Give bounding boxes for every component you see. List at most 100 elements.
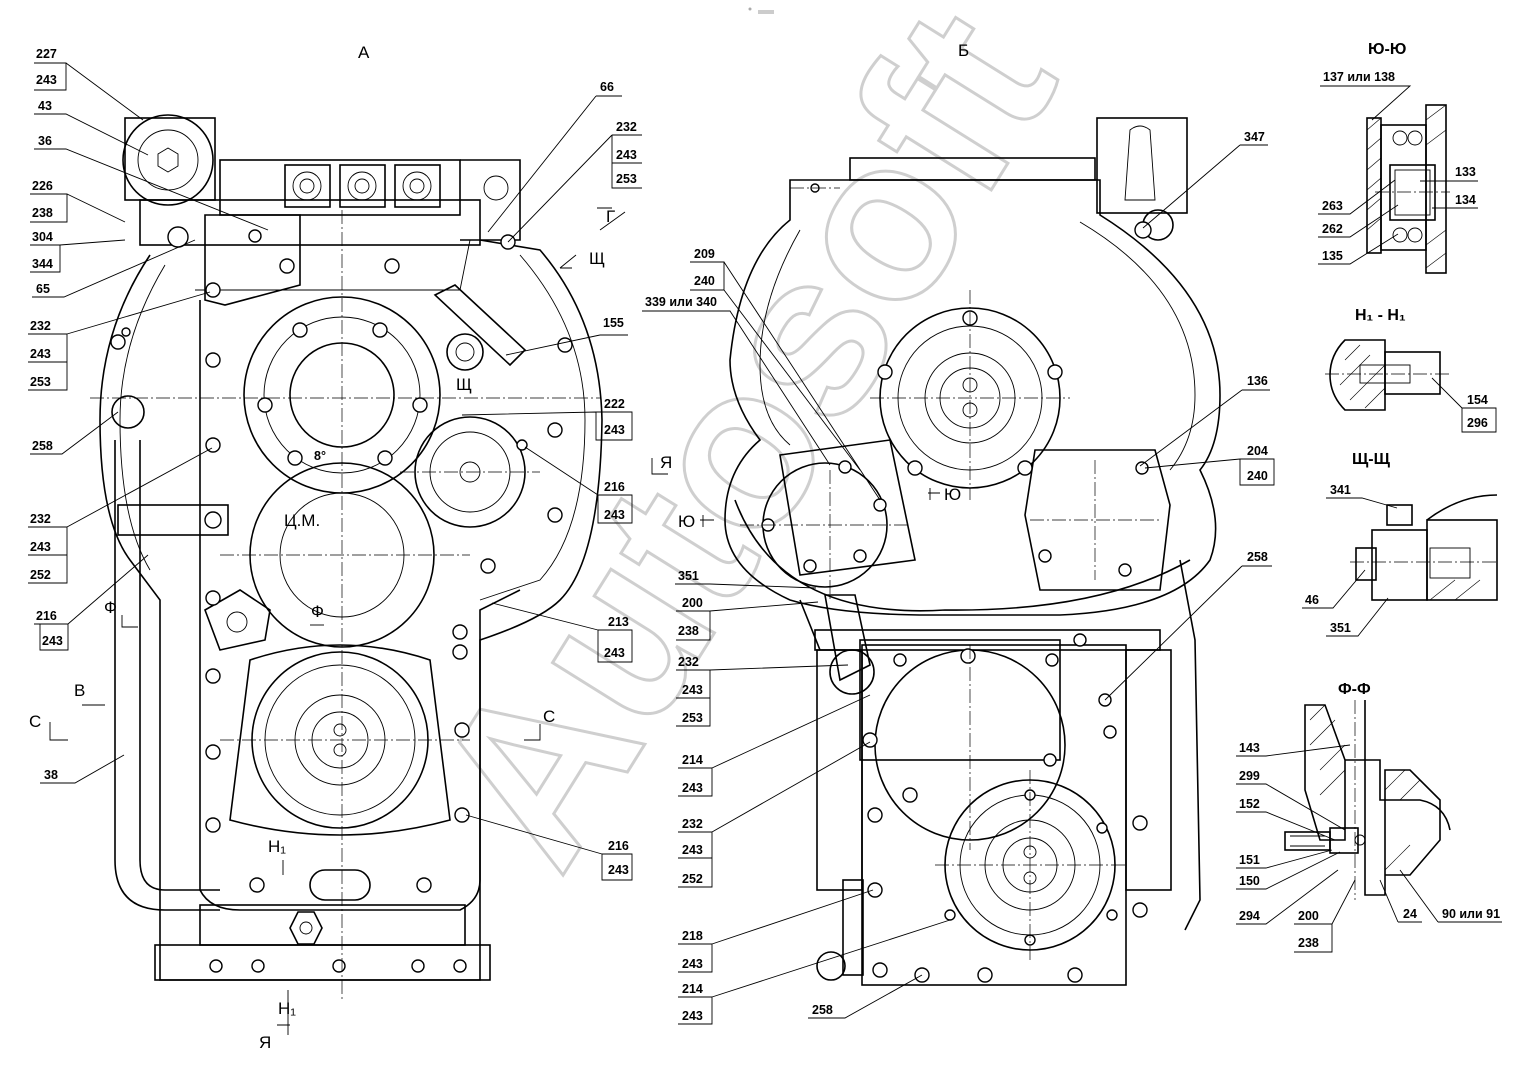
mark-yu-left: Ю [678,512,695,531]
svg-text:232: 232 [616,120,637,134]
callout-209-240: 209 240 [690,247,881,501]
callout-66: 66 [487,80,622,233]
callout-200-238-sec: 200 238 [1294,879,1356,953]
svg-text:137 или 138: 137 или 138 [1323,70,1395,84]
callout-136: 136 [1139,374,1270,467]
mark-ya-right: Я [660,453,672,472]
svg-text:204: 204 [1247,444,1268,458]
svg-text:339 или 340: 339 или 340 [645,295,717,309]
svg-text:24: 24 [1403,907,1417,921]
mark-ya-bottom: Я [259,1033,271,1052]
callout-154-296: 154 296 [1431,377,1497,433]
svg-text:143: 143 [1239,741,1260,755]
viewer-dots-icon [748,7,774,14]
callout-46: 46 [1302,569,1366,609]
svg-text:133: 133 [1455,165,1476,179]
svg-text:243: 243 [604,646,625,660]
svg-text:296: 296 [1467,416,1488,430]
svg-text:232: 232 [30,512,51,526]
svg-text:258: 258 [32,439,53,453]
callout-143: 143 [1236,741,1351,757]
callout-65: 65 [32,239,196,298]
mark-cm: Ц.М. [284,511,320,530]
svg-text:253: 253 [682,711,703,725]
mark-s-left: С [29,712,41,731]
callout-299: 299 [1236,769,1346,831]
callout-137-138: 137 или 138 [1320,70,1412,121]
callout-226-238: 226 238 [30,179,126,223]
svg-text:263: 263 [1322,199,1343,213]
callout-155: 155 [505,316,628,356]
svg-text:344: 344 [32,257,53,271]
callout-214-243-a: 214 243 [678,694,871,797]
callout-262: 262 [1318,204,1399,238]
svg-text:243: 243 [604,508,625,522]
callout-232-243-252-b: 232 243 252 [678,741,871,888]
svg-text:243: 243 [42,634,63,648]
section-yu-yu [1366,104,1450,274]
callout-218-243: 218 243 [678,889,874,973]
section-n1-n1 [1325,339,1450,411]
section-f-title: Ф-Ф [1338,681,1371,698]
mark-f-left: Ф [104,598,117,617]
mark-yu-right: Ю [944,485,961,504]
svg-text:155: 155 [603,316,624,330]
svg-text:240: 240 [694,274,715,288]
callout-152: 152 [1236,797,1336,841]
callouts-sections: 137 или 138 133 263 134 262 135 154 296 [1236,70,1502,953]
callouts-view-b: 209 240 339 или 340 351 200 238 232 243 … [642,130,1275,1025]
callout-222-243: 222 243 [461,397,633,441]
svg-text:258: 258 [1247,550,1268,564]
svg-text:299: 299 [1239,769,1260,783]
svg-text:214: 214 [682,753,703,767]
callout-232-243-253-c: 232 243 253 [676,655,849,727]
callout-351-b: 351 [675,569,817,589]
svg-text:240: 240 [1247,469,1268,483]
callout-214-243-b: 214 243 [678,919,951,1025]
callout-150: 150 [1236,851,1341,890]
svg-text:243: 243 [682,843,703,857]
svg-text:216: 216 [608,839,629,853]
svg-text:243: 243 [682,683,703,697]
svg-text:200: 200 [1298,909,1319,923]
section-n1-title: Н₁ - Н₁ [1355,307,1406,324]
svg-text:209: 209 [694,247,715,261]
section-shch-title: Щ-Щ [1352,451,1391,468]
svg-text:136: 136 [1247,374,1268,388]
section-f-f [1284,700,1451,900]
callout-258-b-bottom: 258 [808,974,923,1019]
callout-216-243-a: 216 243 [34,554,149,651]
svg-text:253: 253 [30,375,51,389]
svg-text:243: 243 [608,863,629,877]
callout-263: 263 [1318,179,1396,215]
view-a-gearbox [90,114,603,1000]
callout-38: 38 [40,754,125,784]
svg-text:243: 243 [682,781,703,795]
callout-43: 43 [34,99,149,156]
callout-232-243-253-a: 232 243 253 [28,291,211,391]
svg-text:154: 154 [1467,393,1488,407]
svg-text:232: 232 [30,319,51,333]
mark-shch-mid: Щ [456,375,472,394]
svg-text:213: 213 [608,615,629,629]
section-marks: А Б Ю-Ю Н₁ - Н₁ Щ-Щ Ф-Ф Г Щ Щ Я Ю Ю Ф Ф … [29,41,1406,1052]
mark-g: Г [606,207,615,226]
callout-304-344: 304 344 [30,230,126,273]
svg-text:341: 341 [1330,483,1351,497]
callout-294: 294 [1236,869,1339,925]
svg-text:218: 218 [682,929,703,943]
mark-f-mid: Ф [311,602,324,621]
svg-text:152: 152 [1239,797,1260,811]
svg-text:252: 252 [30,568,51,582]
svg-text:243: 243 [604,423,625,437]
callout-216-243-c: 216 243 [465,814,633,881]
callout-258-b-right: 258 [1104,550,1272,701]
callout-232-243-253-b: 232 243 253 [507,120,642,243]
svg-text:214: 214 [682,982,703,996]
mark-s-right: С [543,707,555,726]
svg-text:Autosoft: Autosoft [384,0,1103,906]
section-shch-shch [1350,494,1498,601]
svg-text:243: 243 [682,1009,703,1023]
svg-text:347: 347 [1244,130,1265,144]
svg-text:258: 258 [812,1003,833,1017]
